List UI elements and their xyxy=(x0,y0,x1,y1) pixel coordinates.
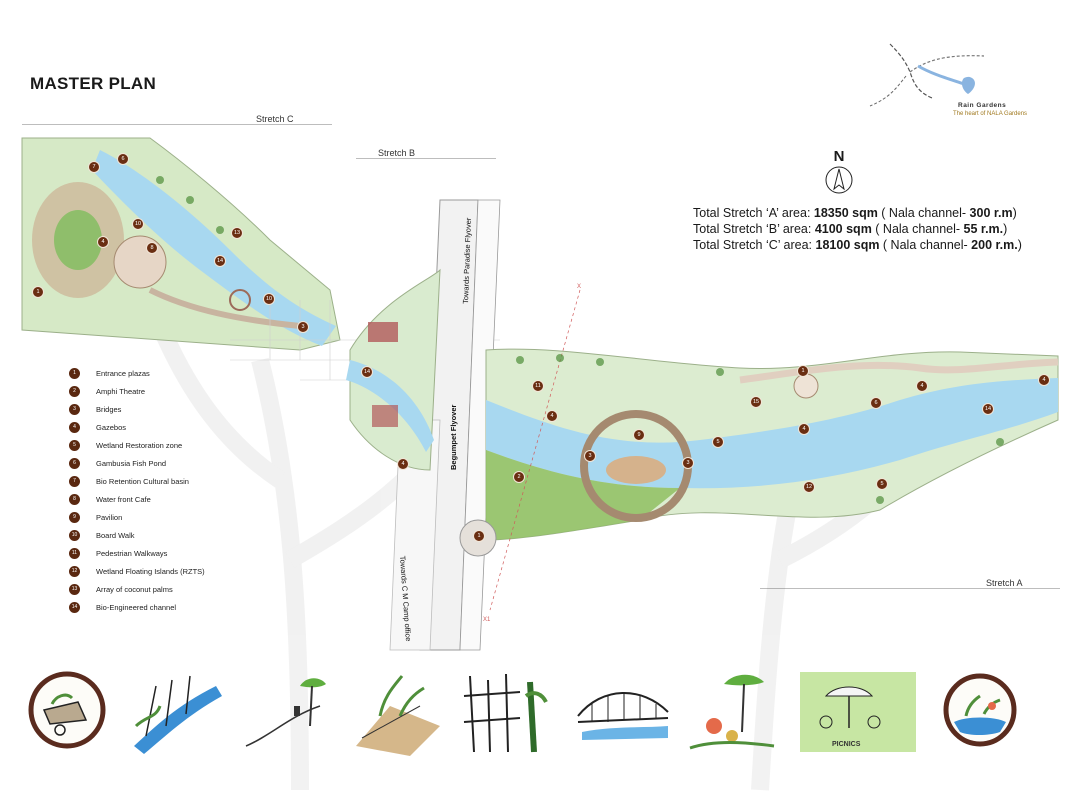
north-arrow: N xyxy=(824,148,854,200)
map-marker: 3 xyxy=(584,450,596,462)
tree-dots xyxy=(156,176,1004,504)
central-lawn xyxy=(54,210,102,270)
stretch-b-channel xyxy=(346,360,434,452)
page-title: MASTER PLAN xyxy=(30,74,157,93)
map-marker: 4 xyxy=(397,458,409,470)
map-marker: 10 xyxy=(132,218,144,230)
stretch-b-pavilion xyxy=(372,405,398,427)
stretch-c-walkway xyxy=(148,287,301,329)
map-marker: 14 xyxy=(982,403,994,415)
picnics-caption: PICNICS xyxy=(832,741,861,748)
map-marker: 9 xyxy=(633,429,645,441)
logo-name: Rain Gardens xyxy=(958,102,1007,109)
map-marker: 5 xyxy=(876,478,888,490)
area-row-a: Total Stretch ‘A’ area: 18350 sqm ( Nala… xyxy=(693,206,1017,220)
map-marker: 4 xyxy=(1038,374,1050,386)
stretch-c-line xyxy=(22,124,332,125)
map-marker: 2 xyxy=(513,471,525,483)
map-marker: 8 xyxy=(146,242,158,254)
walkway-sketch xyxy=(245,678,326,747)
map-marker: 4 xyxy=(798,423,810,435)
map-marker: 4 xyxy=(97,236,109,248)
channel-sketch xyxy=(134,675,222,754)
planting-sketch xyxy=(356,675,440,756)
picnic-garden-sketch xyxy=(689,674,775,750)
stretch-b-line xyxy=(356,158,496,159)
map-marker: 10 xyxy=(263,293,275,305)
stretch-c-label: Stretch C xyxy=(256,114,294,124)
stretch-a-walkway xyxy=(739,358,1059,384)
stretch-b-building xyxy=(368,322,398,342)
map-marker: 6 xyxy=(870,397,882,409)
map-marker: 13 xyxy=(231,227,243,239)
map-marker: 11 xyxy=(532,380,544,392)
map-marker: 1 xyxy=(32,286,44,298)
map-marker: 5 xyxy=(712,436,724,448)
logo-tagline: The heart of NALA Gardens xyxy=(953,111,1028,117)
map-marker: 3 xyxy=(297,321,309,333)
map-marker: 4 xyxy=(916,380,928,392)
stretch-a-entrance-plaza xyxy=(793,373,819,399)
map-marker: 1 xyxy=(797,365,809,377)
stretch-b-label: Stretch B xyxy=(378,148,416,158)
map-marker: 1 xyxy=(473,530,485,542)
map-marker: 3 xyxy=(682,457,694,469)
waterfront-cafe-deck xyxy=(113,235,167,289)
stretch-a-label: Stretch A xyxy=(986,578,1023,588)
stretch-a-line xyxy=(760,588,1060,589)
section-line xyxy=(489,289,581,611)
north-label: N xyxy=(833,148,845,165)
map-marker: 15 xyxy=(750,396,762,408)
map-marker: 14 xyxy=(214,255,226,267)
pond-sketch xyxy=(943,673,1017,747)
palm-array-sketch xyxy=(463,673,548,753)
area-row-c: Total Stretch ‘C’ area: 18100 sqm ( Nala… xyxy=(693,238,1022,252)
map-marker: 4 xyxy=(546,410,558,422)
wheelbarrow-sketch xyxy=(28,671,106,749)
compass-icon xyxy=(825,166,853,194)
stretch-c-channel xyxy=(92,150,336,346)
picnics-sketch: PICNICS xyxy=(800,672,916,752)
map-marker: 14 xyxy=(361,366,373,378)
section-mark-x1: X1 xyxy=(483,617,491,623)
map-marker: 7 xyxy=(88,161,100,173)
rain-gardens-logo xyxy=(869,43,985,107)
section-mark-x: X xyxy=(577,284,581,290)
map-marker: 12 xyxy=(803,481,815,493)
area-summary: Total Stretch ‘A’ area: 18350 sqm ( Nala… xyxy=(693,205,1022,253)
gazebo-ring xyxy=(229,289,251,311)
map-marker: 6 xyxy=(117,153,129,165)
paradise-road-label: Towards Paradise Flyover xyxy=(461,217,473,304)
bridge-sketch xyxy=(577,692,669,740)
flyover-label: Begumpet Flyover xyxy=(449,404,458,470)
area-row-b: Total Stretch ‘B’ area: 4100 sqm ( Nala … xyxy=(693,222,1008,236)
central-island xyxy=(606,456,666,484)
